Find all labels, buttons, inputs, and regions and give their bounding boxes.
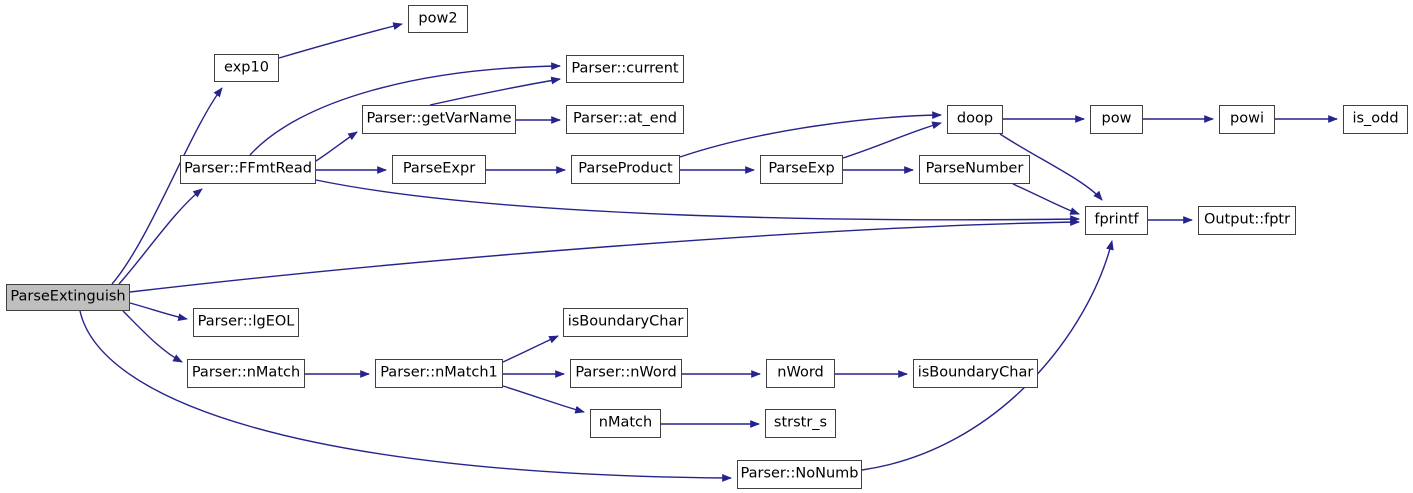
graph-node-powi[interactable]: powi xyxy=(1219,105,1275,134)
graph-node-label: ParseNumber xyxy=(925,160,1024,177)
edge-doop-fprintf xyxy=(999,133,1103,201)
graph-node-label: Parser::nMatch xyxy=(191,364,301,381)
graph-node-label: Parser::current xyxy=(571,60,679,77)
graph-node-label: is_odd xyxy=(1352,110,1399,127)
graph-node-label: ParseExp xyxy=(768,160,835,177)
graph-node-label: ParseProduct xyxy=(578,160,673,177)
edge-parseextinguish-nmatch xyxy=(122,310,183,363)
edge-getvarname-current xyxy=(429,76,561,106)
graph-node-label: Parser::lgEOL xyxy=(197,313,295,330)
edge-nonumb-fprintf xyxy=(861,240,1114,471)
edge-parseexp-doop xyxy=(842,121,942,159)
edge-parseextinguish-fprintf xyxy=(129,218,1080,293)
graph-node-label: Parser::nWord xyxy=(575,364,677,381)
graph-node-pow2[interactable]: pow2 xyxy=(408,5,468,33)
graph-node-label: doop xyxy=(956,110,994,127)
edge-exp10-pow2 xyxy=(278,22,403,59)
graph-node-label: fprintf xyxy=(1094,211,1139,228)
graph-node-parser-nword[interactable]: Parser::nWord xyxy=(570,359,682,388)
edge-ffmtread-getvarname xyxy=(315,131,358,162)
graph-node-parser-nonumb[interactable]: Parser::NoNumb xyxy=(737,460,862,489)
graph-node-label: Parser::nMatch1 xyxy=(380,364,498,381)
edge-parseextinguish-nonumb xyxy=(79,310,732,482)
graph-node-label: nMatch xyxy=(598,414,653,431)
graph-node-parser-current[interactable]: Parser::current xyxy=(566,55,684,83)
graph-node-parser-lgeol[interactable]: Parser::lgEOL xyxy=(193,308,299,337)
edge-ffmtread-current xyxy=(249,62,561,156)
graph-node-pow[interactable]: pow xyxy=(1090,105,1143,134)
graph-node-is_odd[interactable]: is_odd xyxy=(1343,105,1408,134)
graph-node-label: Output::fptr xyxy=(1203,211,1291,228)
graph-node-label: isBoundaryChar xyxy=(917,364,1034,381)
graph-node-parseproduct[interactable]: ParseProduct xyxy=(571,155,680,184)
graph-node-nword[interactable]: nWord xyxy=(766,359,835,388)
graph-node-parser-at_end[interactable]: Parser::at_end xyxy=(566,105,684,134)
graph-node-parseexp[interactable]: ParseExp xyxy=(760,155,843,184)
graph-node-parseextinguish[interactable]: ParseExtinguish xyxy=(6,284,130,311)
graph-node-parser-nmatch[interactable]: Parser::nMatch xyxy=(187,359,305,388)
graph-node-label: Parser::FFmtRead xyxy=(184,160,312,177)
graph-node-label: exp10 xyxy=(224,59,269,76)
graph-node-label: ParseExtinguish xyxy=(10,288,126,305)
graph-node-doop[interactable]: doop xyxy=(947,105,1003,134)
edge-parseproduct-doop xyxy=(679,111,942,158)
graph-node-output-fptr[interactable]: Output::fptr xyxy=(1198,206,1296,235)
graph-node-exp10[interactable]: exp10 xyxy=(214,54,279,82)
graph-node-isboundarychar_top[interactable]: isBoundaryChar xyxy=(563,308,688,337)
edge-parseextinguish-lgeol xyxy=(129,302,188,322)
graph-node-label: isBoundaryChar xyxy=(567,313,684,330)
edge-parseextinguish-exp10 xyxy=(111,87,223,285)
graph-node-strstr_s[interactable]: strstr_s xyxy=(765,409,836,438)
graph-node-parseexpr[interactable]: ParseExpr xyxy=(392,155,486,184)
graph-node-label: nWord xyxy=(777,364,824,381)
graph-node-label: powi xyxy=(1230,110,1264,127)
graph-node-isboundarychar_right[interactable]: isBoundaryChar xyxy=(913,359,1038,388)
edge-ffmtread-fprintf xyxy=(315,179,1080,224)
graph-node-label: pow2 xyxy=(418,10,458,27)
graph-node-label: Parser::at_end xyxy=(572,110,678,127)
graph-node-fprintf[interactable]: fprintf xyxy=(1085,206,1148,235)
graph-node-label: ParseExpr xyxy=(402,160,476,177)
edge-nmatch1-isboundarychar-top xyxy=(502,335,559,363)
edge-nmatch1-nmatch xyxy=(502,385,585,414)
graph-node-parser-getvarname[interactable]: Parser::getVarName xyxy=(362,105,516,134)
edge-parseextinguish-ffmtread xyxy=(118,188,203,285)
graph-node-label: Parser::getVarName xyxy=(366,110,512,127)
graph-node-parsenumber[interactable]: ParseNumber xyxy=(919,155,1030,184)
graph-node-parser-ffmtread[interactable]: Parser::FFmtRead xyxy=(180,155,316,184)
edge-parsenumber-fprintf xyxy=(1012,183,1080,215)
graph-node-label: Parser::NoNumb xyxy=(740,465,859,482)
graph-node-label: strstr_s xyxy=(773,414,828,431)
graph-node-parser-nmatch1[interactable]: Parser::nMatch1 xyxy=(375,359,503,388)
graph-node-label: pow xyxy=(1101,110,1132,127)
graph-node-nmatch[interactable]: nMatch xyxy=(590,409,661,438)
